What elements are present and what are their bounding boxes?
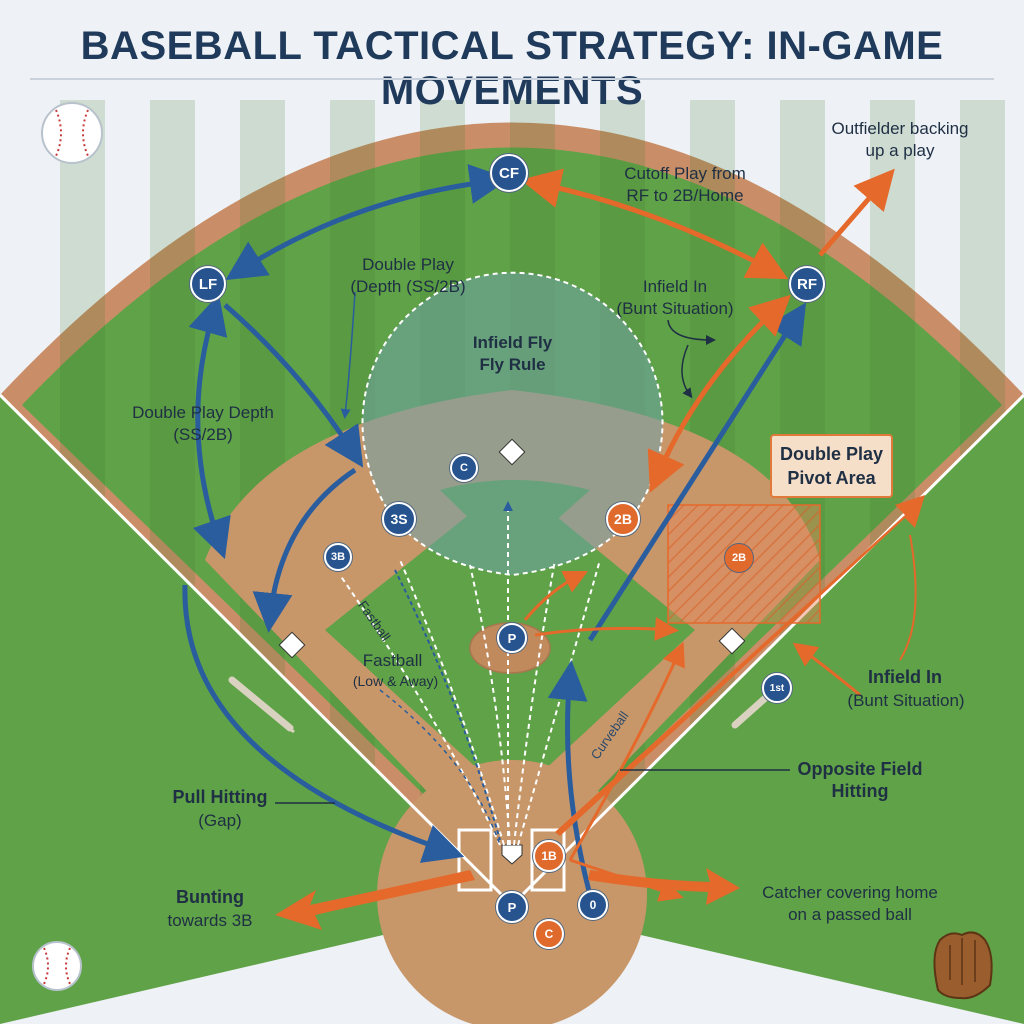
label-fastball: Fastball [362,651,423,670]
label-fastball-low-away: (Low & Away) [352,673,439,689]
label-catcher-covering: Catcher covering home on a passed ball [762,883,938,924]
pivot-area-2b-marker[interactable]: 2B [725,544,753,572]
label-outfielder-backing: Outfielder backing up a play [831,119,969,160]
label-double-play-depth-left: Double Play Depth (SS/2B) [132,403,274,444]
opposite-field-arrow [555,495,925,836]
player-third-base[interactable]: 3B [324,543,352,571]
label-infield-fly-rule: Infield Fly Fly Rule [472,333,553,374]
player-shortstop[interactable]: 3S [382,502,416,536]
label-cutoff-play: Cutoff Play from RF to 2B/Home [624,164,746,205]
label-pull-hitting-gap: (Gap) [198,811,242,830]
third-base [278,631,306,659]
baseball-icon-bottom [32,941,82,991]
label-opposite-field-hitting: Opposite Field Hitting [797,759,923,801]
label-infield-in-right: Infield In [868,667,942,687]
player-c-marker[interactable]: C [450,454,478,482]
label-bunting: Bunting [176,887,244,907]
player-first-base[interactable]: 1B [533,840,565,872]
bunting-arrow [275,870,475,930]
label-double-play-depth-top: Double Play (Depth (SS/2B) [350,255,466,296]
leader-lines [275,319,790,804]
first-base [718,627,746,655]
label-pull-hitting: Pull Hitting [172,787,268,807]
player-home-pitcher[interactable]: P [496,891,528,923]
player-left-fielder[interactable]: LF [190,266,226,302]
catcher-covering-arrow [588,868,740,905]
player-right-fielder[interactable]: RF [789,266,825,302]
player-catcher[interactable]: C [534,919,564,949]
page-title: BASEBALL TACTICAL STRATEGY: IN-GAME MOVE… [80,24,944,113]
foul-line-right [510,393,1024,907]
bat-icon-left [228,676,295,734]
foul-line-left [0,393,514,907]
pitch-paths [339,501,601,846]
glove-icon [933,931,993,1000]
infield-fly-zone [361,271,664,577]
player-first-marker[interactable]: 1st [762,673,792,703]
title-divider [30,78,994,80]
baseball-icon-top [41,102,103,164]
player-zero-marker[interactable]: 0 [578,890,608,920]
orange-movement-arrows [520,168,895,902]
label-double-play-pivot: Double Play Pivot Area [770,434,894,498]
player-second-base[interactable]: 2B [606,502,640,536]
label-infield-in-right-sub: (Bunt Situation) [847,691,965,710]
label-infield-in-top: Infield In (Bunt Situation) [616,277,734,318]
second-base [498,438,526,466]
label-bunting-sub: towards 3B [167,911,253,930]
player-center-fielder[interactable]: CF [490,154,528,192]
player-pitcher[interactable]: P [497,623,527,653]
